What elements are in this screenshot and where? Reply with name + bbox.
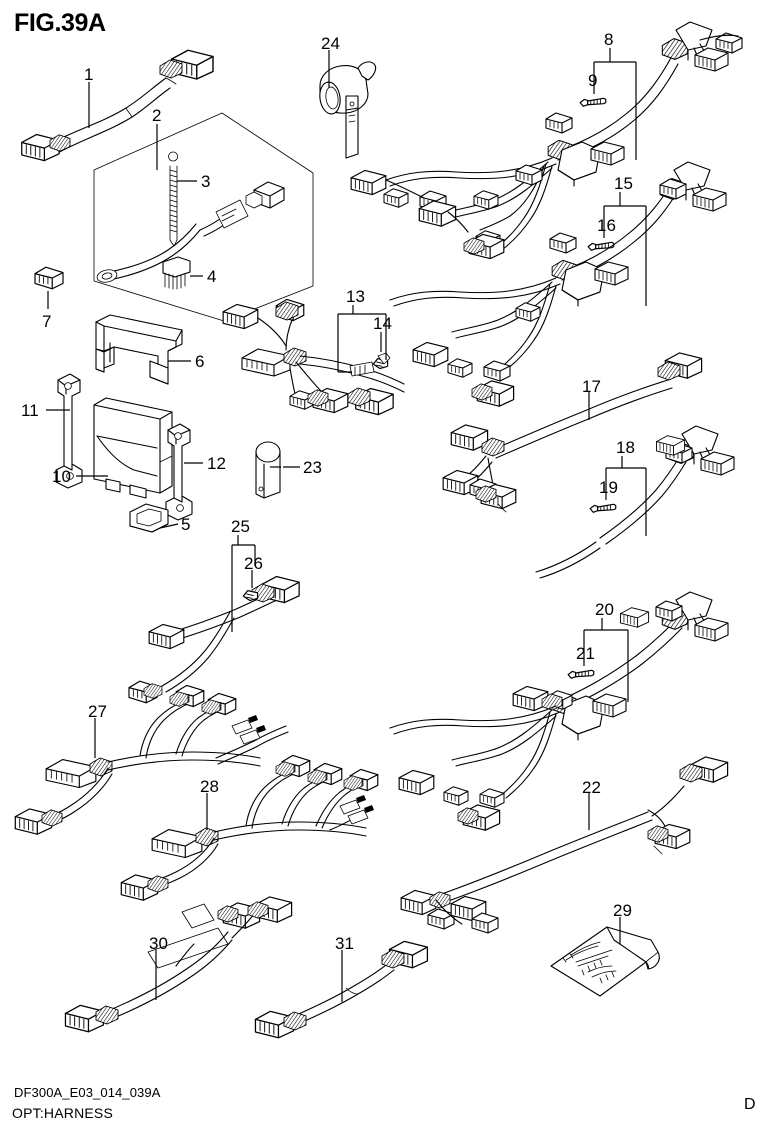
callout-21: 21 <box>576 644 595 663</box>
part-17-harness <box>442 352 703 513</box>
callout-7: 7 <box>42 312 52 331</box>
part-7-connector <box>34 266 64 290</box>
callout-4: 4 <box>207 267 217 286</box>
part-26-clip <box>242 589 259 602</box>
page-title: FIG.39A <box>14 9 106 37</box>
part-28-harness <box>120 754 379 901</box>
part-18-harness <box>535 425 735 579</box>
callout-16: 16 <box>597 216 616 235</box>
callout-27: 27 <box>88 702 107 721</box>
callout-22: 22 <box>582 778 601 797</box>
part-3-cable-tie <box>168 151 178 247</box>
callout-14: 14 <box>373 314 392 333</box>
callout-28: 28 <box>200 777 219 796</box>
part-23-cap <box>255 441 281 499</box>
callout-30: 30 <box>149 934 168 953</box>
callout-23: 23 <box>303 458 322 477</box>
part-14-clip <box>372 352 391 370</box>
callout-31: 31 <box>335 934 354 953</box>
callout-25: 25 <box>231 517 250 536</box>
part-6-ecu-cover <box>95 314 183 385</box>
callout-6: 6 <box>195 352 205 371</box>
part-8-harness <box>350 21 743 260</box>
leader-lines <box>46 48 647 1002</box>
part-15-harness <box>389 161 727 407</box>
callout-2: 2 <box>152 106 162 125</box>
part-1-harness <box>21 49 214 162</box>
part-12-side-bracket-right <box>165 423 193 521</box>
part-2-ground-lead <box>96 223 201 283</box>
part-30-harness <box>64 896 293 1033</box>
part-4-terminal <box>162 256 191 290</box>
part-13-harness <box>222 298 405 416</box>
callout-24: 24 <box>321 34 340 53</box>
callout-11: 11 <box>21 401 39 420</box>
part-11-side-bracket-left <box>55 373 83 489</box>
callout-15: 15 <box>614 174 633 193</box>
callout-1: 1 <box>84 65 94 84</box>
callout-26: 26 <box>244 554 263 573</box>
sheet-letter: D <box>744 1096 756 1113</box>
callout-20: 20 <box>595 600 614 619</box>
part-20-harness <box>389 591 729 831</box>
part-5-grommet <box>129 503 169 533</box>
callout-13: 13 <box>346 287 365 306</box>
drawing-subtitle: OPT:HARNESS <box>12 1105 113 1121</box>
callout-29: 29 <box>613 901 632 920</box>
part-10-ecu-module <box>93 397 173 499</box>
callout-10: 10 <box>52 467 71 486</box>
part-29-wiring-diagram-sheet <box>550 926 660 997</box>
callout-5: 5 <box>181 515 191 534</box>
part-22-harness <box>400 756 729 934</box>
part-2-fuse-holder <box>199 181 285 237</box>
callout-19: 19 <box>599 478 618 497</box>
part-31-harness <box>254 940 429 1039</box>
part-2-kit-group-box <box>93 112 314 322</box>
part-19-screw <box>589 503 617 513</box>
callout-9: 9 <box>588 71 598 90</box>
callout-18: 18 <box>616 438 635 457</box>
callout-12: 12 <box>207 454 226 473</box>
part-16-screw <box>587 241 615 251</box>
part-24-connector-cap <box>319 61 377 159</box>
part-21-screw <box>567 669 595 679</box>
part-25-harness <box>128 575 300 704</box>
part-9-screw <box>579 97 607 107</box>
callout-8: 8 <box>604 30 614 49</box>
drawing-code: DF300A_E03_014_039A <box>14 1085 161 1100</box>
part-27-harness <box>14 684 289 835</box>
callout-3: 3 <box>201 172 211 191</box>
callout-17: 17 <box>582 377 601 396</box>
